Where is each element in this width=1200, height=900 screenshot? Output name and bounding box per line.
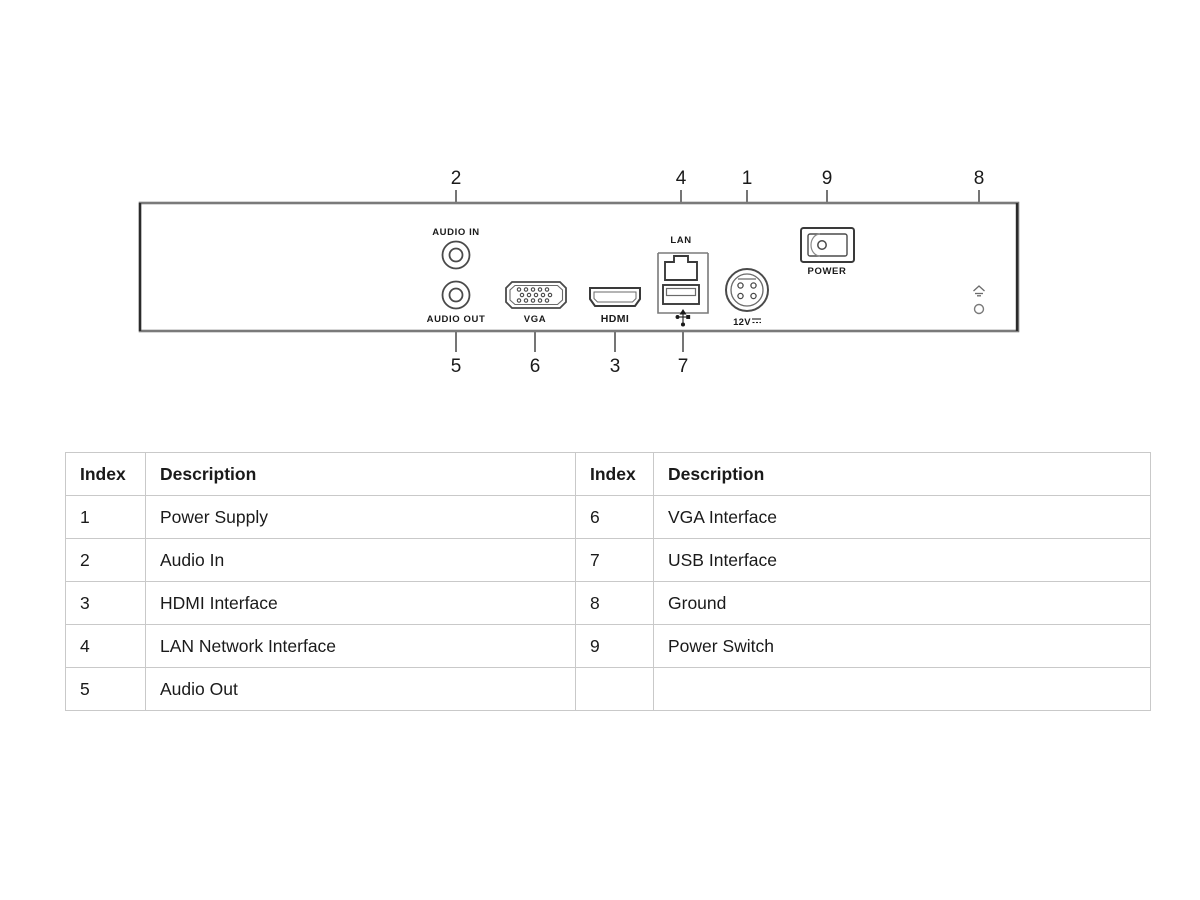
cell-description: HDMI Interface — [145, 581, 576, 625]
cell-description: Power Supply — [145, 495, 576, 539]
audio-out-jack: AUDIO OUT — [427, 280, 486, 325]
cell-index: 9 — [575, 624, 654, 668]
cell-description: Power Switch — [653, 624, 1151, 668]
usb-icon — [675, 308, 691, 327]
power-switch-label: POWER — [808, 266, 847, 277]
header-description-left: Description — [145, 452, 576, 496]
cell-index: 2 — [65, 538, 146, 582]
rear-panel-diagram: 2 4 1 9 8 5 6 3 7 AUDIO IN AUDIO OUT — [0, 0, 1200, 420]
cell-description — [653, 667, 1151, 711]
ground-icon — [973, 285, 985, 297]
table-row: 4 LAN Network Interface 9 Power Switch — [65, 624, 1151, 668]
table-row: 2 Audio In 7 USB Interface — [65, 538, 1151, 582]
chassis-panel — [138, 201, 1020, 333]
callout-numbers-bottom: 5 6 3 7 — [451, 356, 689, 377]
cell-index: 5 — [65, 667, 146, 711]
audio-in-label: AUDIO IN — [432, 227, 480, 238]
callout-number-7: 7 — [678, 356, 689, 377]
cell-index — [575, 667, 654, 711]
vga-port: VGA — [505, 281, 567, 325]
cell-description: Audio In — [145, 538, 576, 582]
callout-number-8: 8 — [974, 168, 985, 189]
callout-number-2: 2 — [451, 168, 462, 189]
audio-out-label: AUDIO OUT — [427, 314, 486, 325]
dc-symbol-icon — [752, 318, 761, 324]
cell-description: Ground — [653, 581, 1151, 625]
lan-label: LAN — [670, 235, 691, 246]
callout-number-9: 9 — [822, 168, 833, 189]
header-description-right: Description — [653, 452, 1151, 496]
ground-terminal — [973, 285, 985, 315]
callout-numbers-top: 2 4 1 9 8 — [451, 168, 985, 189]
callout-number-5: 5 — [451, 356, 462, 377]
callout-number-3: 3 — [610, 356, 621, 377]
cell-description: Audio Out — [145, 667, 576, 711]
ground-screw-hole — [973, 303, 985, 315]
audio-in-jack: AUDIO IN — [432, 227, 480, 270]
vga-label: VGA — [524, 314, 546, 325]
lan-port: LAN — [664, 235, 698, 281]
cell-index: 4 — [65, 624, 146, 668]
callout-number-1: 1 — [742, 168, 753, 189]
header-index-right: Index — [575, 452, 654, 496]
power-supply-connector: 12V — [725, 268, 769, 328]
cell-index: 7 — [575, 538, 654, 582]
callout-number-6: 6 — [530, 356, 541, 377]
cell-description: LAN Network Interface — [145, 624, 576, 668]
power-switch: POWER — [800, 227, 855, 277]
table-row: 5 Audio Out — [65, 667, 1151, 711]
cell-index: 3 — [65, 581, 146, 625]
cell-description: VGA Interface — [653, 495, 1151, 539]
usb-port — [662, 284, 700, 327]
cell-index: 6 — [575, 495, 654, 539]
power-input-label: 12V — [733, 317, 751, 328]
table-row: 3 HDMI Interface 8 Ground — [65, 581, 1151, 625]
hdmi-port: HDMI — [589, 287, 641, 325]
hdmi-label: HDMI — [601, 313, 629, 325]
table-row: 1 Power Supply 6 VGA Interface — [65, 495, 1151, 539]
cell-index: 1 — [65, 495, 146, 539]
table-header-row: Index Description Index Description — [65, 452, 1151, 496]
callout-number-4: 4 — [676, 168, 687, 189]
cell-index: 8 — [575, 581, 654, 625]
interface-legend-table: Index Description Index Description 1 Po… — [65, 452, 1151, 711]
header-index-left: Index — [65, 452, 146, 496]
cell-description: USB Interface — [653, 538, 1151, 582]
